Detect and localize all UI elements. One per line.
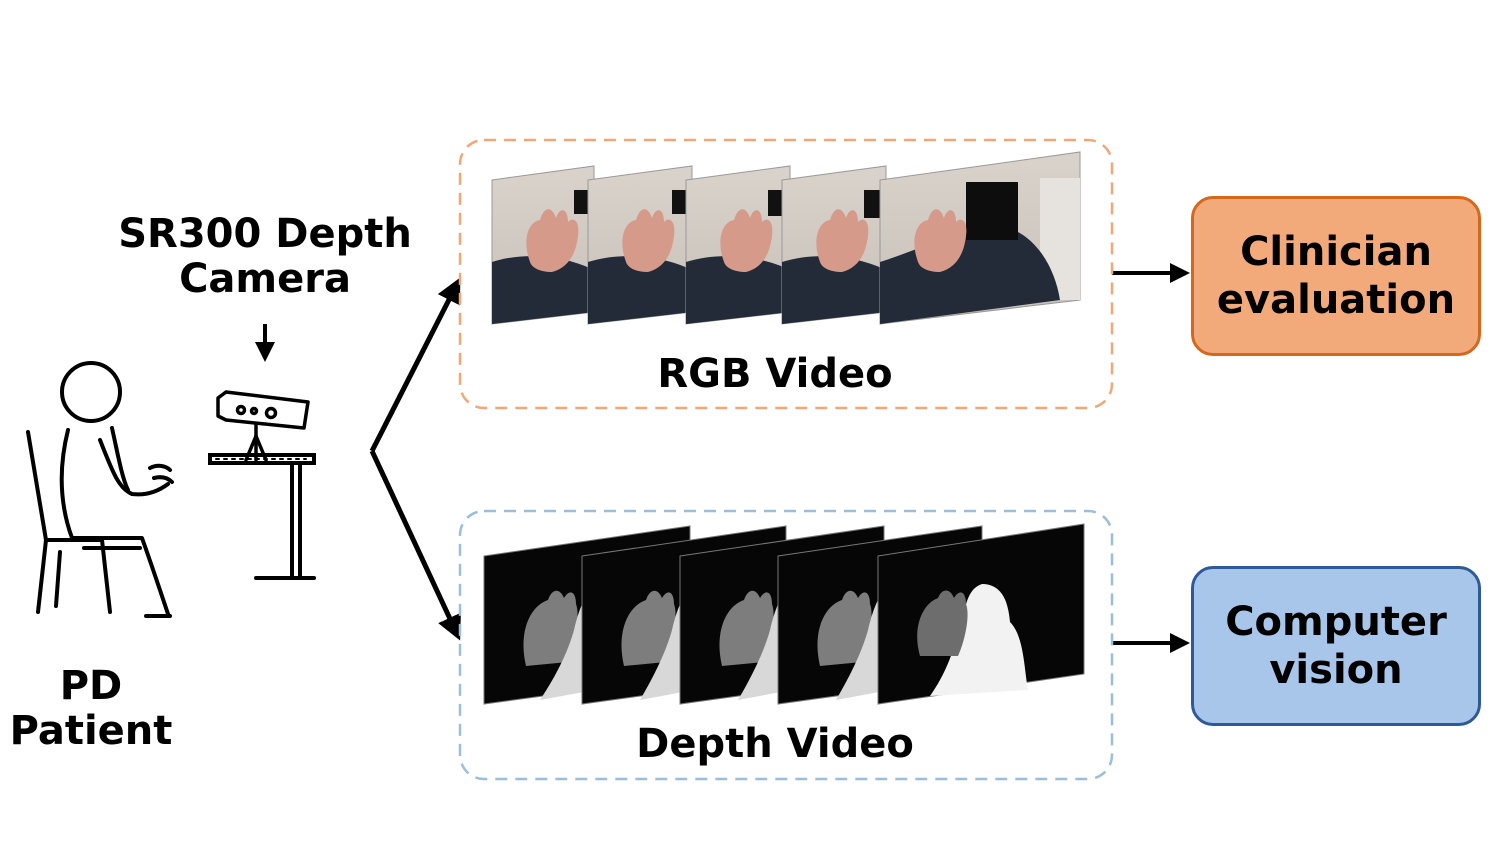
clinician-line1: Clinician bbox=[1240, 229, 1432, 275]
patient-label: PD Patient bbox=[0, 664, 182, 754]
depth-group-box bbox=[458, 509, 1114, 781]
rgb-frame-5 bbox=[879, 151, 1081, 325]
rgb-frames bbox=[491, 151, 1081, 325]
rgb-group-box bbox=[458, 138, 1114, 410]
camera-label-line1: SR300 Depth bbox=[118, 211, 412, 257]
rgb-frame-1 bbox=[491, 165, 595, 325]
depth-camera-icon bbox=[216, 390, 310, 462]
clinician-evaluation-box: Clinician evaluation bbox=[1191, 196, 1481, 356]
depth-frames bbox=[483, 523, 1085, 705]
patient-label-line1: PD bbox=[59, 663, 123, 709]
depth-frame-5 bbox=[877, 523, 1085, 705]
camera-label: SR300 Depth Camera bbox=[110, 212, 420, 302]
computer-vision-line1: Computer bbox=[1225, 599, 1447, 645]
seated-patient-icon bbox=[26, 361, 174, 618]
branch-arrows bbox=[369, 277, 461, 641]
rgb-video-label: RGB Video bbox=[657, 351, 893, 397]
patient-label-line2: Patient bbox=[9, 707, 173, 754]
rgb-frame-3 bbox=[685, 165, 791, 325]
computer-vision-line2: vision bbox=[1269, 647, 1403, 693]
clinician-line2: evaluation bbox=[1216, 277, 1456, 323]
output-arrows bbox=[1112, 263, 1190, 653]
rgb-frame-2 bbox=[587, 165, 693, 325]
depth-video-label: Depth Video bbox=[636, 721, 914, 767]
rgb-frame-4 bbox=[781, 165, 887, 325]
camera-label-line2: Camera bbox=[179, 255, 351, 302]
computer-vision-box: Computer vision bbox=[1191, 566, 1481, 726]
table-icon bbox=[208, 453, 316, 580]
